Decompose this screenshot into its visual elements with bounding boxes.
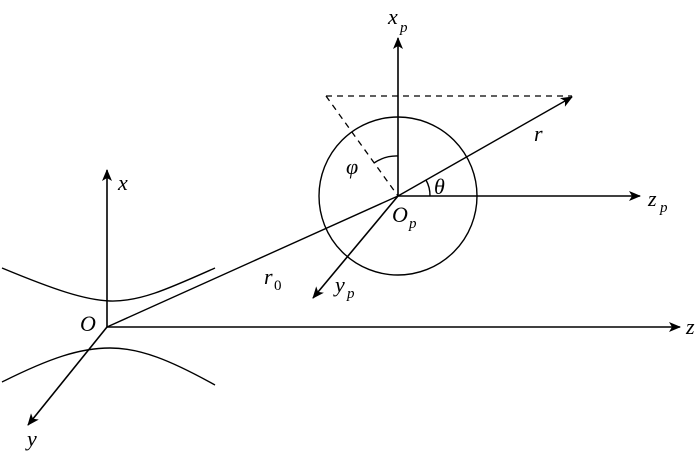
x-axis-label: x bbox=[117, 170, 128, 195]
y-axis-label: y bbox=[25, 426, 37, 451]
dashed-projection-line bbox=[325, 95, 399, 197]
xp-axis-subscript: p bbox=[399, 20, 408, 36]
yp-axis bbox=[312, 195, 399, 299]
origin-label: O bbox=[80, 311, 96, 336]
z-axis-label: z bbox=[685, 314, 695, 339]
yp-axis-subscript: p bbox=[346, 286, 355, 302]
particle-origin-label: O bbox=[392, 202, 408, 227]
r-vector bbox=[397, 96, 573, 197]
beam-upper-curve bbox=[1, 267, 216, 302]
beam-lower-curve bbox=[1, 347, 216, 386]
particle-origin-subscript: p bbox=[408, 216, 417, 232]
zp-axis-subscript: p bbox=[659, 200, 668, 216]
theta-label: θ bbox=[434, 174, 445, 199]
yp-axis-label: y bbox=[333, 272, 345, 297]
phi-label: φ bbox=[346, 154, 358, 179]
phi-arc bbox=[373, 155, 399, 164]
y-axis bbox=[27, 326, 108, 426]
r0-subscript: 0 bbox=[274, 278, 282, 294]
theta-arc bbox=[425, 179, 431, 197]
r0-line bbox=[106, 195, 399, 328]
zp-axis-label: z bbox=[647, 186, 657, 211]
xp-axis-label: x bbox=[387, 4, 398, 29]
r0-label: r bbox=[264, 264, 273, 289]
r-label: r bbox=[534, 121, 543, 146]
